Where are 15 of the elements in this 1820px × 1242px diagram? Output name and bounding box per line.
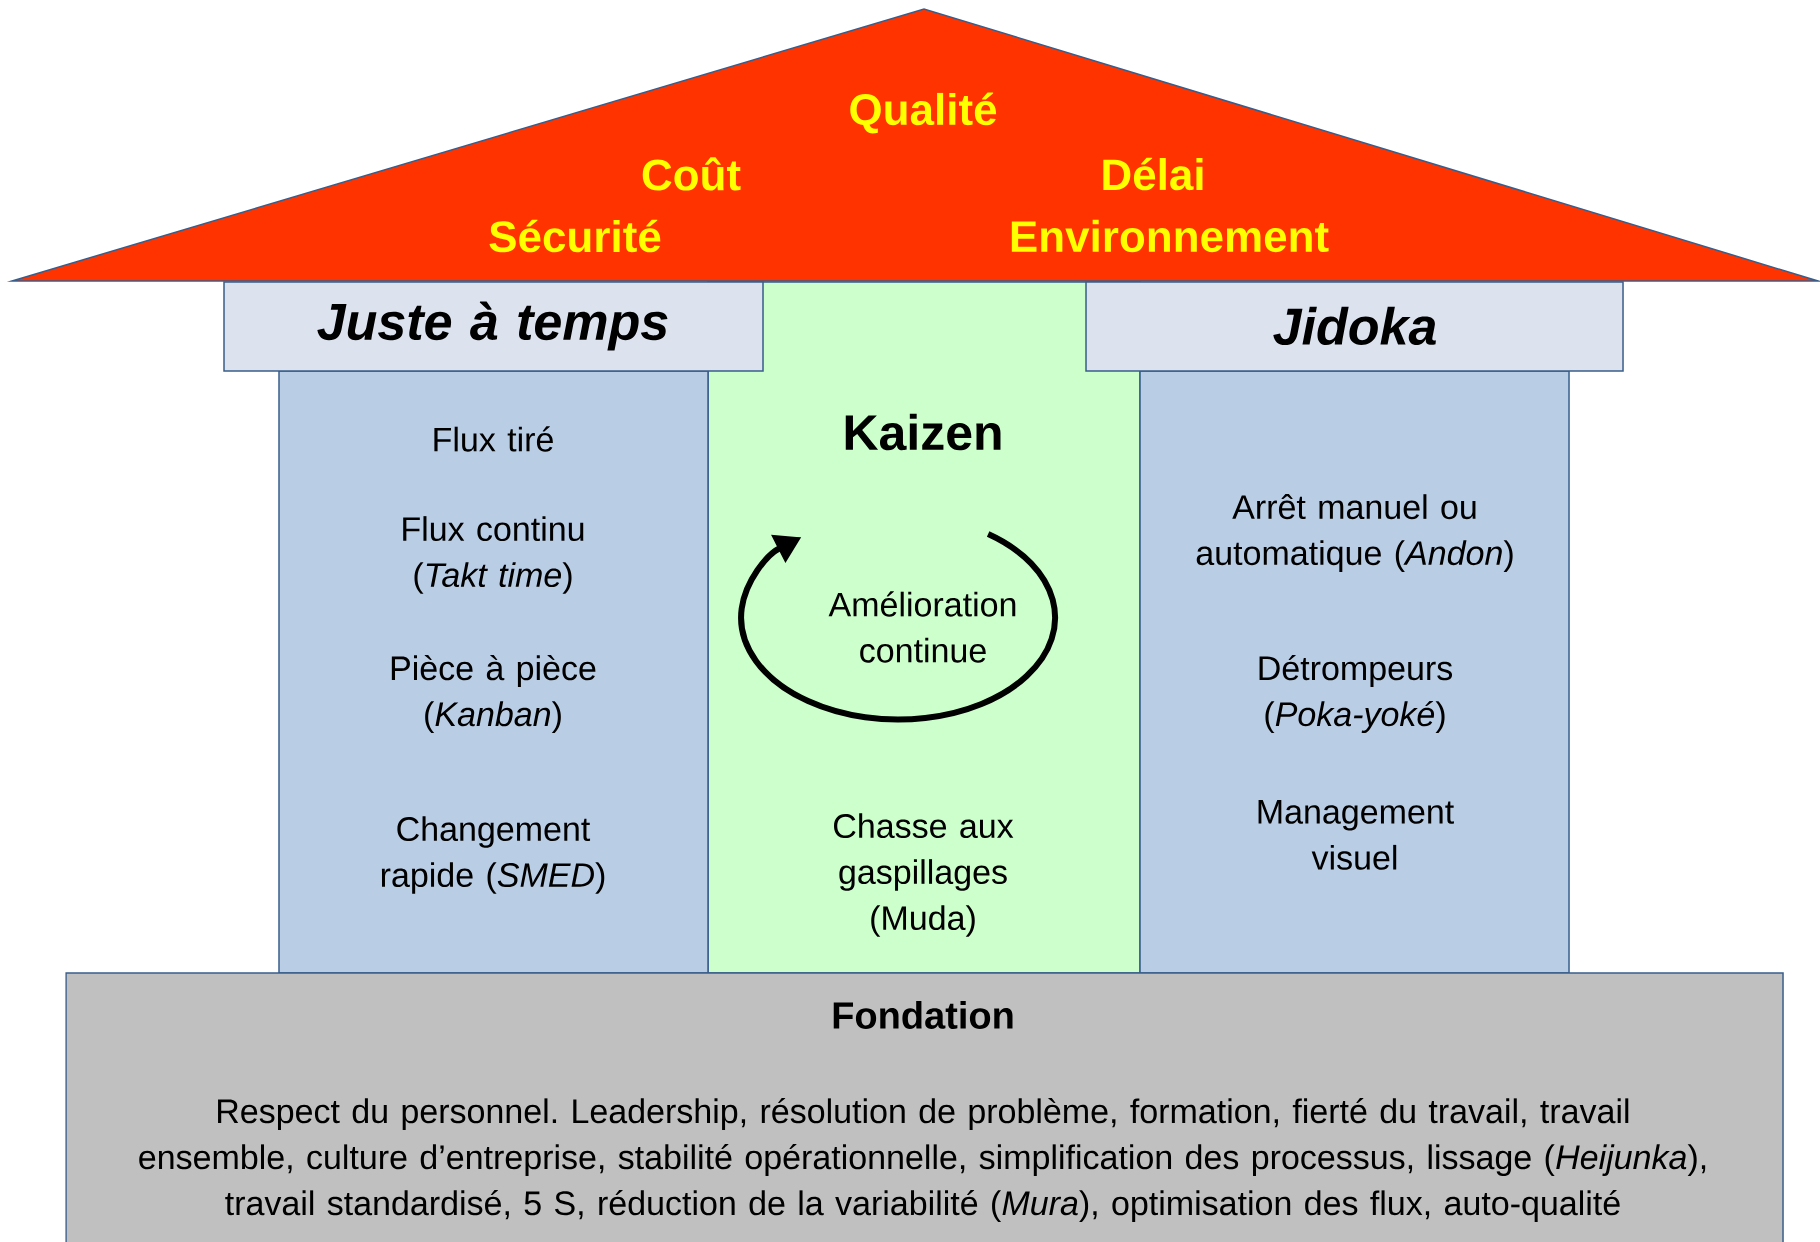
pillar-item: Détrompeurs (Poka-yoké): [1259, 654, 1452, 734]
pillar-title: Kaizen: [845, 413, 1001, 451]
pillar-item: Changement rapide (SMED): [381, 816, 605, 894]
pillar-item: Pièce à pièce (Kanban): [391, 654, 596, 734]
pillar-item: Flux tiré: [434, 426, 553, 452]
foundation-text: Respect du personnel. Leadership, résolution de problème, formation, fierté du travail, travail ensemble, culture d’entreprise, stabilité opérationnelle, simplification des processus, lissage (Heijunka), travail standardisé, 5 S, réduction de la variabilité (Mura), optimisation des flux, auto-qualité: [139, 1097, 1706, 1223]
header-title: Juste à temps: [317, 301, 668, 351]
foundation-title: Fondation: [833, 1001, 1013, 1029]
pillar-item: Arrêt manuel ou automatique (Andon): [1196, 494, 1513, 572]
pillar-item: Flux continu (Takt time): [403, 516, 584, 594]
cycle-label: Amélioration continue: [828, 591, 1016, 663]
pillar-item: Management visuel: [1258, 800, 1454, 870]
header-title: Jidoka: [1273, 306, 1436, 346]
pillar-item: Chasse aux gaspillages (Muda): [834, 813, 1014, 937]
cycle-arrow: [738, 531, 1058, 723]
